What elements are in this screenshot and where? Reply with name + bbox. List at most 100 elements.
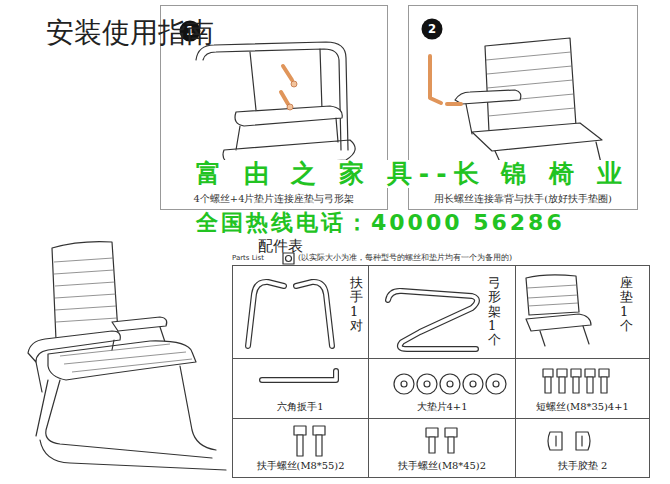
washer [394,374,414,394]
part-cell: 扶手螺丝(M8*45)2 [368,418,516,478]
armrest [248,282,284,346]
short-screws [543,369,609,393]
step1-base [223,118,355,166]
screw-head [543,369,553,377]
step2-stripes [486,52,575,116]
step-number-text: 1 [179,20,201,42]
screw-head [571,369,581,377]
screw-shank [448,437,454,453]
chair-base [36,366,226,470]
part-label: 六角扳手1 [233,400,368,414]
section-subtitle: Parts List [232,255,264,263]
rear-armrest [112,317,167,331]
step-number-text: 2 [421,18,443,40]
screw-shank [601,377,607,393]
hex-key [430,56,441,103]
armrest [248,282,284,346]
watermark: 全国热线电话：40000 56286 [196,211,565,235]
section-heading: 配件表 [258,238,303,255]
long-screws [294,426,325,456]
long-screw [447,102,461,106]
backrest [52,242,118,340]
screw-shank [316,435,322,456]
seat-part-seat [526,314,591,331]
part-cell: 扶手1对 [232,265,369,359]
seat-stripes [60,344,192,372]
seat-part-stripes [527,285,578,306]
step2-arm [455,90,521,104]
parts-drawings [248,275,609,456]
washer-hole [447,381,453,387]
badge-circle [180,21,201,42]
screw [281,66,292,104]
guide-title: 安装使用指南 [46,18,74,49]
sled-frame [388,291,477,349]
part-label: 扶手螺丝(M8*45)2 [369,459,515,473]
seat-part-back [526,275,579,315]
armrest [296,282,332,346]
screw-head [426,428,438,437]
washer [463,374,483,394]
washer [440,374,460,394]
hex-key [262,371,336,380]
part-label: 座垫1个 [620,276,633,333]
step-number: 2 [421,18,443,40]
screw-shank [573,377,579,393]
seat-part-legs [540,326,589,346]
step2-back [485,38,576,132]
part-label: 扶手螺丝(M8*55)2 [233,459,368,473]
icon-ring [286,256,292,262]
rubber-pads [548,432,590,450]
screw-head [313,426,325,435]
washer-hole [493,381,499,387]
note: (以实际大小为准，每种型号的螺丝和垫片均有一个为备用的) [298,254,512,263]
frame-top [196,42,348,150]
part-label: 弓形架1个 [488,276,501,347]
part-cell: 弓形架1个 [368,265,516,359]
screw-head [585,369,595,377]
washer [486,374,506,394]
pad-slot [555,436,556,446]
sled-frame [388,291,477,349]
washer-hole [424,381,430,387]
watermark: 富 由 之 家 具--长 锦 椅 业 [196,160,629,188]
part-cell: 扶手螺丝(M8*55)2 [232,418,369,478]
backrest-stripes [54,258,117,322]
step1-drawing [196,42,355,166]
step-caption: 4个螺丝+4片垫片连接座垫与弓形架 [161,192,387,206]
front-armrest [28,331,120,362]
screw-shank [587,377,593,393]
part-label: 大垫片4+1 [369,400,515,414]
washer-hole [401,381,407,387]
washer [417,374,437,394]
pad [548,432,562,450]
screw-shank [559,377,565,393]
part-cell: 座垫1个 [515,265,650,359]
part-cell: 扶手胶垫 2 [515,418,650,478]
badge-circle [422,19,443,40]
frame-inner [250,49,322,110]
part-label: 短螺丝(M8*35)4+1 [516,400,649,414]
pad [576,432,590,450]
part-label: 扶手胶垫 2 [516,459,649,473]
screw-shank [297,435,303,456]
washer-hole [470,381,476,387]
screw-shank [545,377,551,393]
hex-key [262,371,336,380]
step-caption: 用长螺丝连接靠背与扶手(放好扶手垫圈) [409,192,637,206]
part-cell: 短螺丝(M8*35)4+1 [515,358,650,419]
step2-arm-tube [466,104,472,134]
screw-head [599,369,609,377]
icon-frame [283,253,294,264]
chair-drawing [28,242,226,470]
washer [291,81,297,87]
armrest [296,282,332,346]
medium-screws [426,428,457,453]
pad-slot [581,436,582,446]
screw-shank [429,437,435,453]
step-number: 1 [179,20,201,42]
screw-head [557,369,567,377]
screw-head [294,426,306,435]
part-cell: 大垫片4+1 [368,358,516,419]
